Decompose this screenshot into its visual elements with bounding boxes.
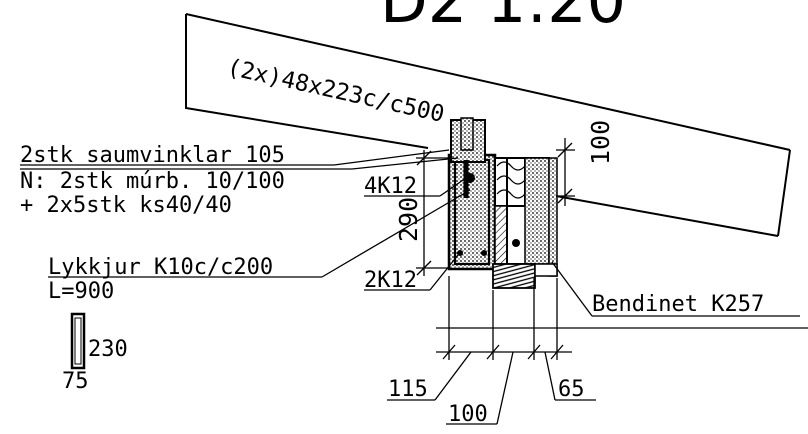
dim-bottom-115: 115 (388, 377, 428, 402)
note-murbolt: N: 2stk múrb. 10/100 (20, 169, 285, 194)
dim-top-100: 100 (586, 120, 615, 165)
drawing-title: D2 1:20 (380, 0, 626, 37)
bottom-dimension-chain (387, 276, 808, 425)
dimension-height-290 (416, 150, 449, 276)
rebar-top: 4K12 (364, 174, 417, 199)
note-length: L=900 (48, 279, 114, 304)
note-ks: + 2x5stk ks40/40 (20, 193, 232, 218)
rebar-bottom: 2K12 (364, 268, 417, 293)
stirrup-symbol (70, 312, 86, 370)
leader-lines (20, 149, 800, 317)
stirrup-width: 230 (88, 337, 128, 362)
note-saumvinklar: 2stk saumvinklar 105 (20, 143, 285, 168)
roof-beam (185, 13, 791, 237)
note-lykkjur: Lykkjur K10c/c200 (48, 255, 273, 280)
dim-height-290: 290 (394, 197, 423, 242)
dimension-top-100 (556, 138, 575, 206)
dim-bottom-100: 100 (448, 402, 488, 427)
concrete-section (447, 117, 558, 289)
stirrup-height: 75 (62, 369, 89, 394)
product-label: Bendinet K257 (592, 292, 764, 317)
dim-bottom-65: 65 (558, 377, 585, 402)
